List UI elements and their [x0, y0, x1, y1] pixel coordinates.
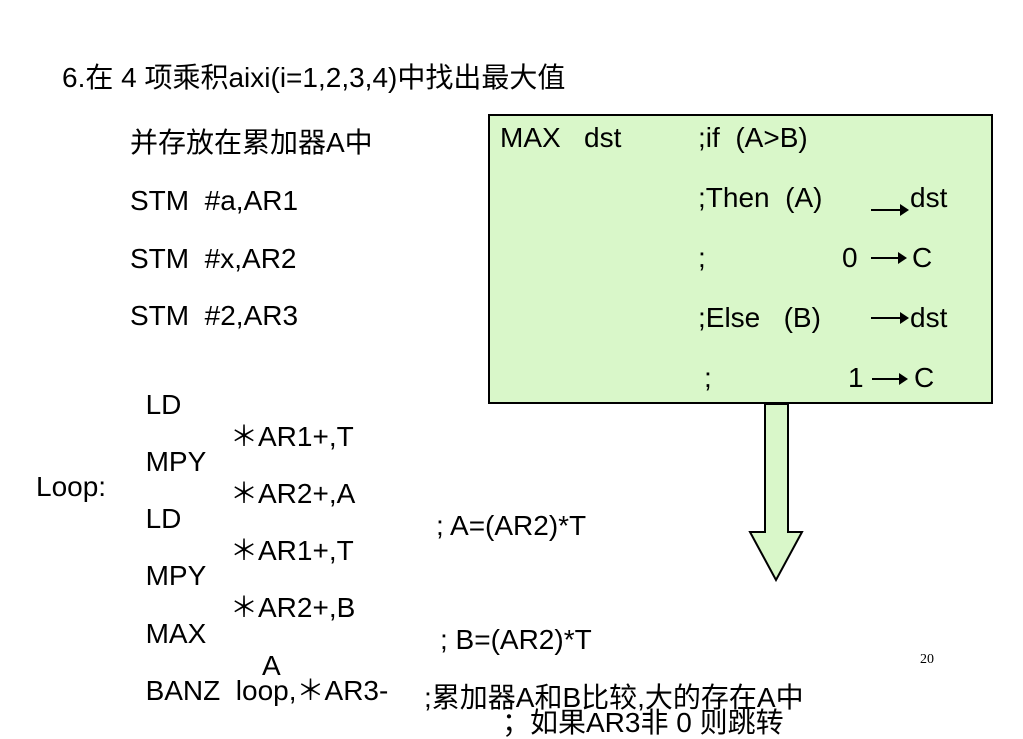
- page-number: 20: [920, 652, 934, 667]
- right-arrow-icon: [871, 312, 909, 324]
- code-op: LD: [145, 389, 182, 420]
- code-line-9: BANZ loop,＊AR3- ；如果AR3非 0 则跳转: [130, 643, 784, 739]
- right-arrow-icon: [871, 252, 907, 264]
- code-line-6: LD ＊AR1+,T: [130, 471, 354, 567]
- callout-line-4: ;Else (B): [698, 302, 821, 333]
- callout-line-1: ;if (A>B): [698, 122, 808, 153]
- callout-right-5: C: [914, 362, 935, 393]
- page-title: 6.在 4 项乘积aixi(i=1,2,3,4)中找出最大值: [62, 62, 566, 93]
- callout-right-3: C: [912, 242, 933, 273]
- callout-left-5: 1: [848, 362, 864, 393]
- code-arg: A: [262, 650, 281, 681]
- code-op: MPY: [145, 446, 207, 477]
- code-arg: ＊AR1+,T: [230, 535, 354, 566]
- max-instruction-callout: MAX dst ;if (A>B) ;Then (A) dst ; 0 C ;E…: [488, 114, 993, 404]
- callout-line-2: ;Then (A): [698, 182, 823, 213]
- right-arrow-icon: [872, 373, 908, 385]
- code-op: LD: [145, 503, 182, 534]
- code-label-loop: Loop:: [36, 471, 107, 502]
- code-op: MPY: [145, 560, 207, 591]
- code-arg: ＊AR1+,T: [230, 421, 354, 452]
- callout-line-5: ;: [704, 362, 712, 393]
- code-line-1: STM #a,AR1: [130, 185, 299, 216]
- code-line-7: MPY ＊AR2+,B ; B=(AR2)*T: [130, 528, 592, 656]
- code-comment: ；如果AR3非 0 则跳转: [502, 707, 784, 738]
- callout-instr: MAX dst: [500, 122, 622, 153]
- code-line-3: STM #2,AR3: [130, 300, 299, 331]
- code-arg: ＊AR2+,B: [230, 592, 356, 623]
- code-op: BANZ loop,＊AR3-: [145, 675, 389, 706]
- callout-right-2: dst: [910, 182, 948, 213]
- code-op: MAX: [145, 618, 207, 649]
- callout-right-4: dst: [910, 302, 948, 333]
- page-subtitle: 并存放在累加器A中: [130, 127, 373, 158]
- code-line-5: MPY ＊AR2+,A ; A=(AR2)*T: [130, 414, 587, 542]
- code-line-2: STM #x,AR2: [130, 243, 297, 274]
- callout-line-3: ;: [698, 242, 706, 273]
- right-arrow-icon: [871, 204, 909, 216]
- code-line-4: LD ＊AR1+,T: [130, 357, 354, 453]
- code-arg: ＊AR2+,A: [230, 478, 356, 509]
- code-comment: ; B=(AR2)*T: [440, 624, 592, 655]
- down-arrow-icon: [748, 404, 804, 582]
- callout-left-3: 0: [842, 242, 858, 273]
- code-comment: ; A=(AR2)*T: [436, 510, 587, 541]
